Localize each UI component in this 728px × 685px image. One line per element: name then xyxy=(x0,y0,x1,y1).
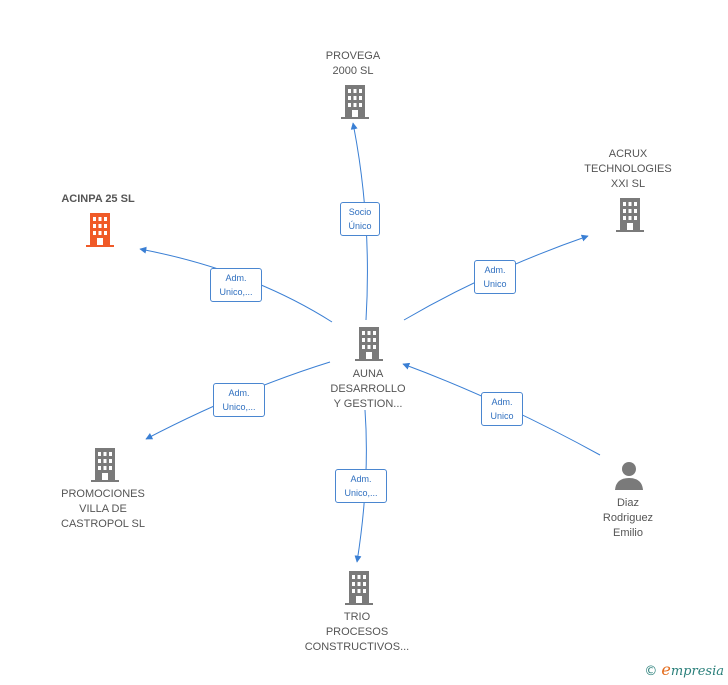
node-line: AUNA xyxy=(352,368,384,380)
brand-initial: e xyxy=(661,660,671,679)
node-label-diaz: Diaz Rodriguez Emilio xyxy=(588,496,668,541)
node-label-acinpa: ACINPA 25 SL xyxy=(43,192,153,207)
edge-label-provega[interactable]: Socio Único xyxy=(340,202,380,236)
edge-line: Unico,... xyxy=(344,488,378,498)
building-icon[interactable] xyxy=(342,570,376,606)
edge-line: Unico xyxy=(483,279,507,289)
node-line: CASTROPOL SL xyxy=(61,518,145,530)
edge-label-trio[interactable]: Adm. Unico,... xyxy=(335,469,387,503)
brand-name: mpresia xyxy=(670,664,724,679)
building-icon[interactable] xyxy=(352,326,386,362)
node-line: Emilio xyxy=(613,527,643,539)
building-icon[interactable] xyxy=(613,197,647,233)
edge-line: Adm. xyxy=(491,397,513,407)
edge-line: Adm. xyxy=(228,388,250,398)
node-label-provega: PROVEGA 2000 SL xyxy=(313,49,393,79)
person-icon[interactable] xyxy=(613,459,645,491)
node-line: DESARROLLO xyxy=(330,383,406,395)
edge-line: Unico,... xyxy=(219,287,253,297)
copyright-icon: © xyxy=(644,664,658,679)
node-line: VILLA DE xyxy=(79,503,127,515)
node-line: PROCESOS xyxy=(325,626,389,638)
edge-label-promociones[interactable]: Adm. Unico,... xyxy=(213,383,265,417)
node-line: ACRUX xyxy=(608,148,648,160)
node-line: CONSTRUCTIVOS... xyxy=(304,641,410,653)
node-line: ACINPA 25 SL xyxy=(61,193,135,205)
node-label-promociones: PROMOCIONES VILLA DE CASTROPOL SL xyxy=(48,487,158,532)
node-line: 2000 SL xyxy=(332,65,374,77)
edge-line: Socio xyxy=(348,207,372,217)
edge-line: Adm. xyxy=(350,474,372,484)
node-label-acrux: ACRUX TECHNOLOGIES XXI SL xyxy=(578,147,678,192)
node-label-trio: TRIO PROCESOS CONSTRUCTIVOS... xyxy=(297,610,417,655)
node-line: TRIO xyxy=(343,611,371,623)
node-line: Diaz xyxy=(616,497,639,509)
edge-line: Unico xyxy=(490,411,514,421)
building-icon[interactable] xyxy=(338,84,372,120)
node-line: TECHNOLOGIES xyxy=(584,163,672,175)
copyright-brand[interactable]: ©empresia xyxy=(644,660,724,679)
node-line: PROMOCIONES xyxy=(61,488,145,500)
node-label-auna: AUNA DESARROLLO Y GESTION... xyxy=(318,367,418,412)
node-line: Rodriguez xyxy=(602,512,654,524)
edge-label-diaz[interactable]: Adm. Unico xyxy=(481,392,523,426)
building-icon[interactable] xyxy=(88,447,122,483)
edge-line: Único xyxy=(348,221,372,231)
node-line: PROVEGA xyxy=(325,50,381,62)
edge-label-acinpa[interactable]: Adm. Unico,... xyxy=(210,268,262,302)
building-icon[interactable] xyxy=(83,212,117,248)
edge-label-acrux[interactable]: Adm. Unico xyxy=(474,260,516,294)
edge-line: Adm. xyxy=(484,265,506,275)
edge-line: Adm. xyxy=(225,273,247,283)
node-line: XXI SL xyxy=(610,178,646,190)
edge-line: Unico,... xyxy=(222,402,256,412)
node-line: Y GESTION... xyxy=(333,398,403,410)
